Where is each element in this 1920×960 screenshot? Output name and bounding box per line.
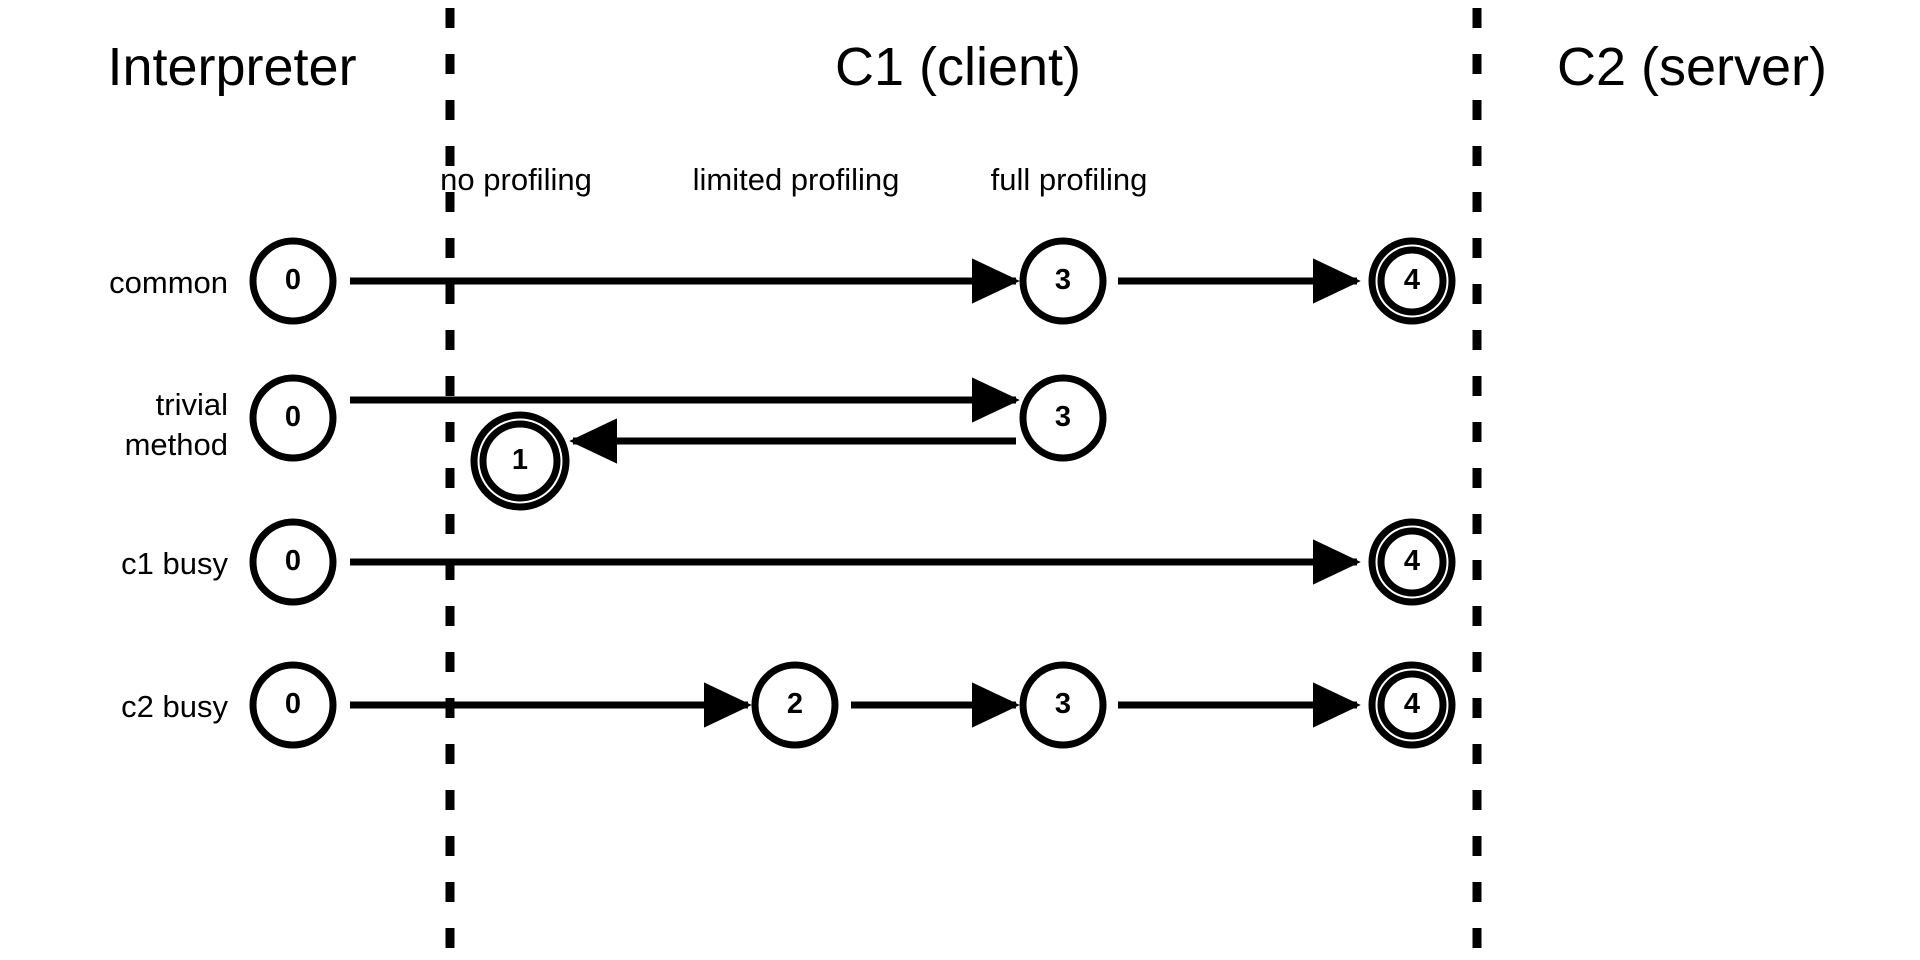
c1busy-4-inner-ring bbox=[1377, 527, 1447, 597]
c1busy-0-ring bbox=[249, 518, 337, 606]
phase-label-full-profiling: full profiling bbox=[990, 162, 1148, 197]
row-label-trivial-method: trivial method bbox=[0, 385, 228, 464]
c2busy-4-inner-ring bbox=[1377, 670, 1447, 740]
trivial-0 bbox=[249, 374, 337, 462]
trivial-0-ring bbox=[249, 374, 337, 462]
divider-layer bbox=[445, 8, 1482, 960]
common-4-inner-ring bbox=[1377, 246, 1447, 316]
c1busy-0 bbox=[249, 518, 337, 606]
common-3-value: 3 bbox=[1054, 264, 1072, 296]
trivial-1-inner-ring bbox=[479, 420, 561, 502]
arrow-layer bbox=[350, 258, 1361, 728]
c2busy-4-value: 4 bbox=[1403, 688, 1421, 720]
row-label-line: method bbox=[124, 426, 228, 462]
c2busy-3 bbox=[1019, 661, 1107, 749]
c1busy-4 bbox=[1368, 518, 1456, 606]
phase-label-no-profiling: no profiling bbox=[440, 162, 592, 197]
column-header-interpreter: Interpreter bbox=[107, 37, 357, 97]
row-label-line: trivial bbox=[155, 387, 228, 422]
trivial-3 bbox=[1019, 374, 1107, 462]
common-0-value: 0 bbox=[284, 264, 302, 296]
c2busy-2-value: 2 bbox=[786, 688, 804, 720]
c2busy-3-ring bbox=[1019, 661, 1107, 749]
trivial-1-value: 1 bbox=[511, 444, 529, 476]
column-header-c1-client: C1 (client) bbox=[834, 37, 1082, 97]
common-3 bbox=[1019, 237, 1107, 325]
column-header-c2-server: C2 (server) bbox=[1556, 37, 1828, 97]
c2busy-0-value: 0 bbox=[284, 688, 302, 720]
c2busy-0-ring bbox=[249, 661, 337, 749]
row-label-common: common bbox=[109, 265, 228, 300]
trivial-3-value: 3 bbox=[1054, 401, 1072, 433]
c2busy-0 bbox=[249, 661, 337, 749]
trivial-0-value: 0 bbox=[284, 401, 302, 433]
c2busy-4 bbox=[1368, 661, 1456, 749]
c1busy-0-value: 0 bbox=[284, 545, 302, 577]
row-label-c1-busy: c1 busy bbox=[121, 546, 228, 581]
common-4-value: 4 bbox=[1403, 264, 1421, 296]
trivial-1 bbox=[470, 411, 570, 511]
phase-label-limited-profiling: limited profiling bbox=[692, 162, 900, 197]
node-layer bbox=[249, 237, 1456, 749]
common-4 bbox=[1368, 237, 1456, 325]
c1busy-4-value: 4 bbox=[1403, 545, 1421, 577]
c2busy-2-ring bbox=[751, 661, 839, 749]
trivial-3-ring bbox=[1019, 374, 1107, 462]
row-label-c2-busy: c2 busy bbox=[121, 689, 228, 724]
c2busy-3-value: 3 bbox=[1054, 688, 1072, 720]
common-3-ring bbox=[1019, 237, 1107, 325]
c2busy-2 bbox=[751, 661, 839, 749]
common-0 bbox=[249, 237, 337, 325]
common-0-ring bbox=[249, 237, 337, 325]
